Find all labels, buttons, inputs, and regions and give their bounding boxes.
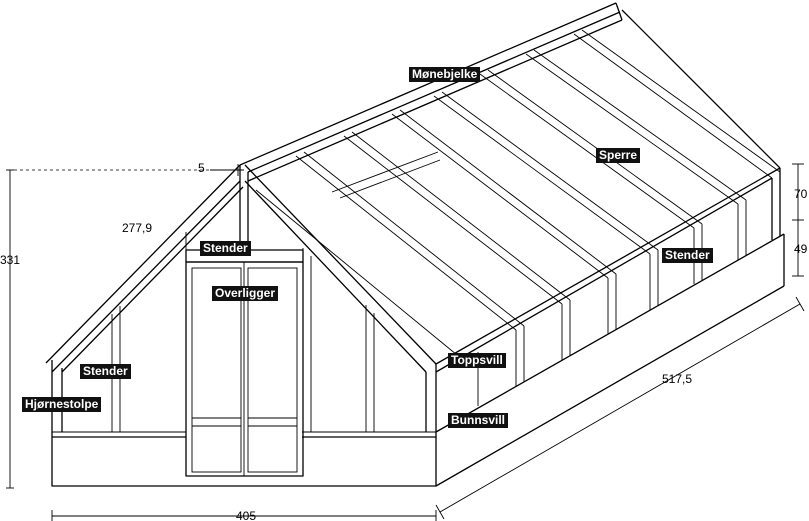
front-gable <box>45 164 437 487</box>
dimension-lines <box>6 163 805 521</box>
label-toppsvill: Toppsvill <box>448 353 506 368</box>
label-sperre: Sperre <box>596 148 641 163</box>
label-stender-left: Stender <box>80 364 131 379</box>
label-stender-right: Stender <box>662 248 713 263</box>
label-bunnsvill: Bunnsvill <box>448 413 509 428</box>
rafter-length-dimension: 277,9 <box>122 221 152 235</box>
label-monebjelke: Mønebjelke <box>409 67 481 82</box>
wall-top-dimension: 70 <box>794 187 808 201</box>
label-hjornestolpe: Hjørnestolpe <box>22 397 102 412</box>
label-overligger: Overligger <box>212 286 279 301</box>
label-stender-gable: Stender <box>200 241 251 256</box>
height-dimension: 331 <box>0 253 20 267</box>
length-dimension: 517,5 <box>662 372 692 386</box>
width-dimension: 405 <box>236 509 256 521</box>
wall-bottom-dimension: 49 <box>794 242 808 256</box>
overhang-dimension: 5 <box>198 161 205 175</box>
